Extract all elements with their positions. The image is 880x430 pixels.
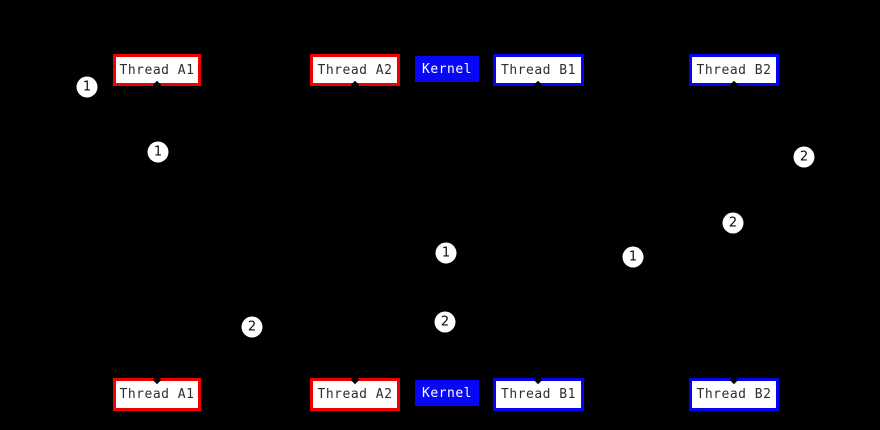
lifeline <box>537 86 539 378</box>
entity-box-thread-a1-bottom: Thread A1 <box>113 378 201 411</box>
step-marker-1: 1 <box>147 141 169 163</box>
entity-label: Thread A1 <box>119 62 195 78</box>
entity-label: Thread B1 <box>501 62 576 78</box>
entity-label: Thread A2 <box>317 62 393 78</box>
step-marker-1: 1 <box>76 76 98 98</box>
entity-label: Thread B2 <box>696 387 772 402</box>
entity-label: Thread A1 <box>119 387 195 402</box>
step-marker-1: 1 <box>622 246 644 268</box>
lifeline <box>446 86 448 378</box>
entity-box-thread-b2-top: Thread B2 <box>689 54 779 86</box>
entity-label: Kernel <box>422 385 472 401</box>
entity-box-kernel-bottom: Kernel <box>415 380 479 406</box>
entity-label: Kernel <box>422 61 472 77</box>
entity-box-thread-b1-top: Thread B1 <box>493 54 584 86</box>
step-marker-1: 1 <box>435 242 457 264</box>
entity-label: Thread B2 <box>696 62 772 78</box>
lifeline <box>156 86 158 378</box>
step-marker-2: 2 <box>722 212 744 234</box>
step-marker-2: 2 <box>241 316 263 338</box>
lifeline <box>354 86 356 378</box>
step-marker-2: 2 <box>793 146 815 168</box>
entity-label: Thread B1 <box>501 387 576 402</box>
step-marker-2: 2 <box>434 311 456 333</box>
entity-label: Thread A2 <box>317 387 393 402</box>
entity-box-kernel-top: Kernel <box>415 56 479 82</box>
